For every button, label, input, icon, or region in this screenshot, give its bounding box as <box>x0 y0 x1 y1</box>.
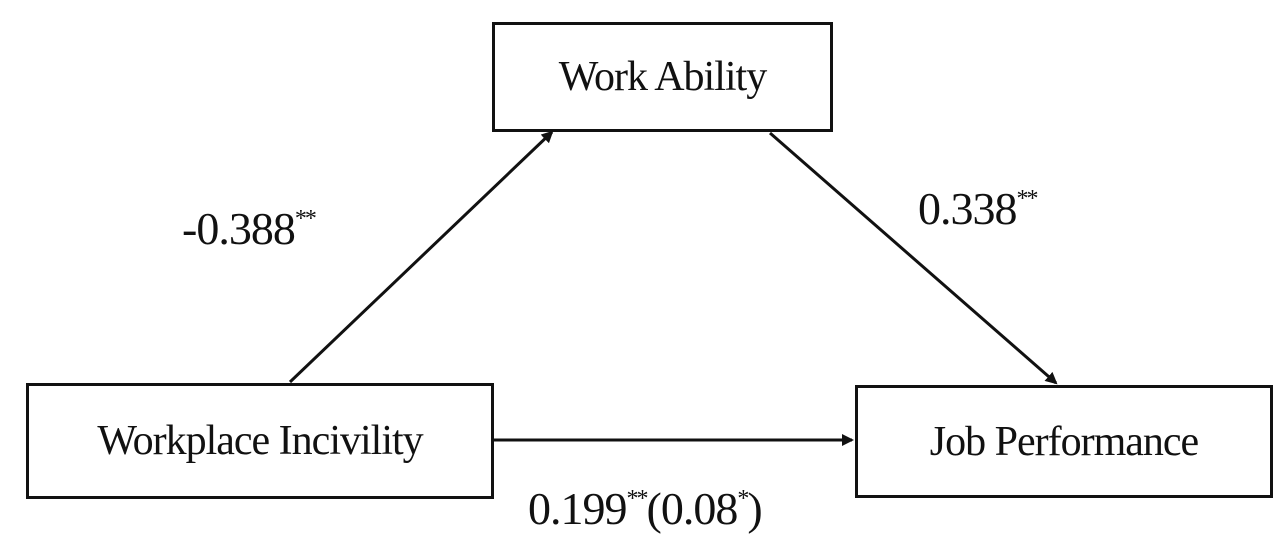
work-ability-box: Work Ability <box>492 22 833 132</box>
path-c-direct-value: (0.08 <box>646 483 739 534</box>
arrow-incivility-to-work-ability <box>288 130 554 384</box>
path-b-value: 0.338 <box>918 183 1017 234</box>
path-b-coefficient: 0.338** <box>918 183 1039 234</box>
job-performance-label: Job Performance <box>929 418 1199 465</box>
path-c-total-value: 0.199 <box>528 483 627 534</box>
path-a-significance: ** <box>294 206 317 232</box>
workplace-incivility-box: Workplace Incivility <box>26 383 494 499</box>
path-c-coefficient: 0.199**(0.08*) <box>528 483 763 534</box>
path-a-value: -0.388 <box>182 203 296 254</box>
path-a-coefficient: -0.388** <box>182 203 317 254</box>
workplace-incivility-label: Workplace Incivility <box>97 418 423 464</box>
work-ability-label: Work Ability <box>558 54 767 100</box>
job-performance-box: Job Performance <box>855 385 1273 498</box>
path-c-total-significance: ** <box>626 486 649 512</box>
arrow-work-ability-to-job-performance <box>769 131 1058 385</box>
path-c-direct-significance: * <box>737 486 749 512</box>
path-c-close-paren: ) <box>747 483 762 534</box>
path-b-significance: ** <box>1016 186 1039 212</box>
